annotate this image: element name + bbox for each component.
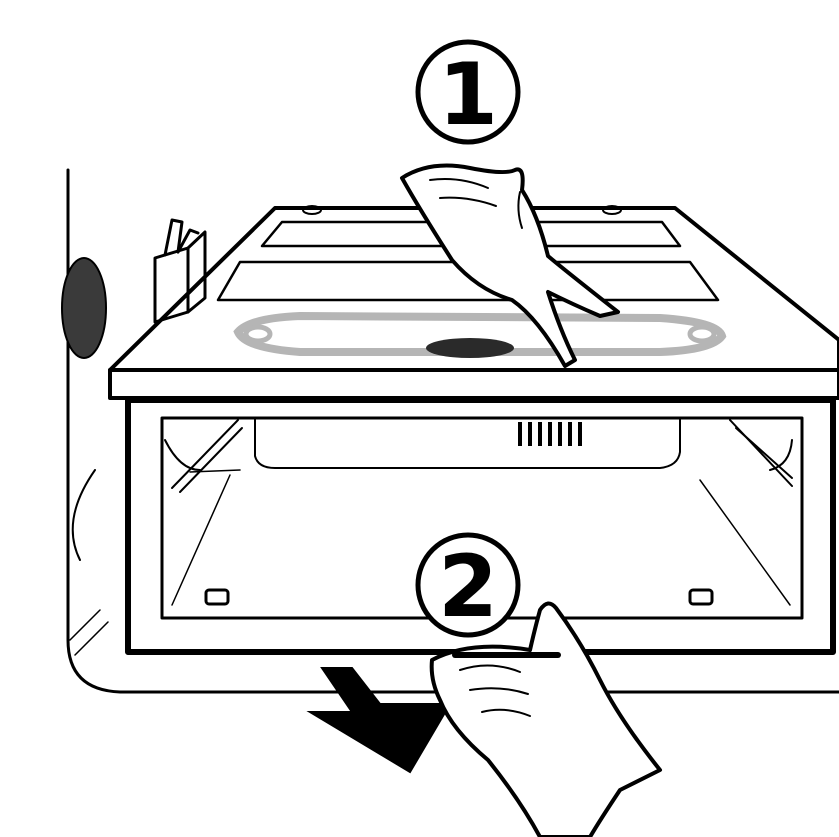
left-clip [206,590,228,604]
release-button [426,338,514,358]
vent-grille [520,422,580,446]
callout-circle-icon: 2 [418,535,518,637]
down-arrow-icon [310,668,450,772]
right-clip [690,590,712,604]
wall-mount-oval [62,258,106,358]
hand-icon [402,166,618,366]
bracket-clip [155,220,205,322]
hand-icon [432,603,660,837]
callout-circle-icon: 1 [418,42,518,145]
step-1-label: 1 [438,45,498,145]
step-2-label: 2 [438,537,498,637]
